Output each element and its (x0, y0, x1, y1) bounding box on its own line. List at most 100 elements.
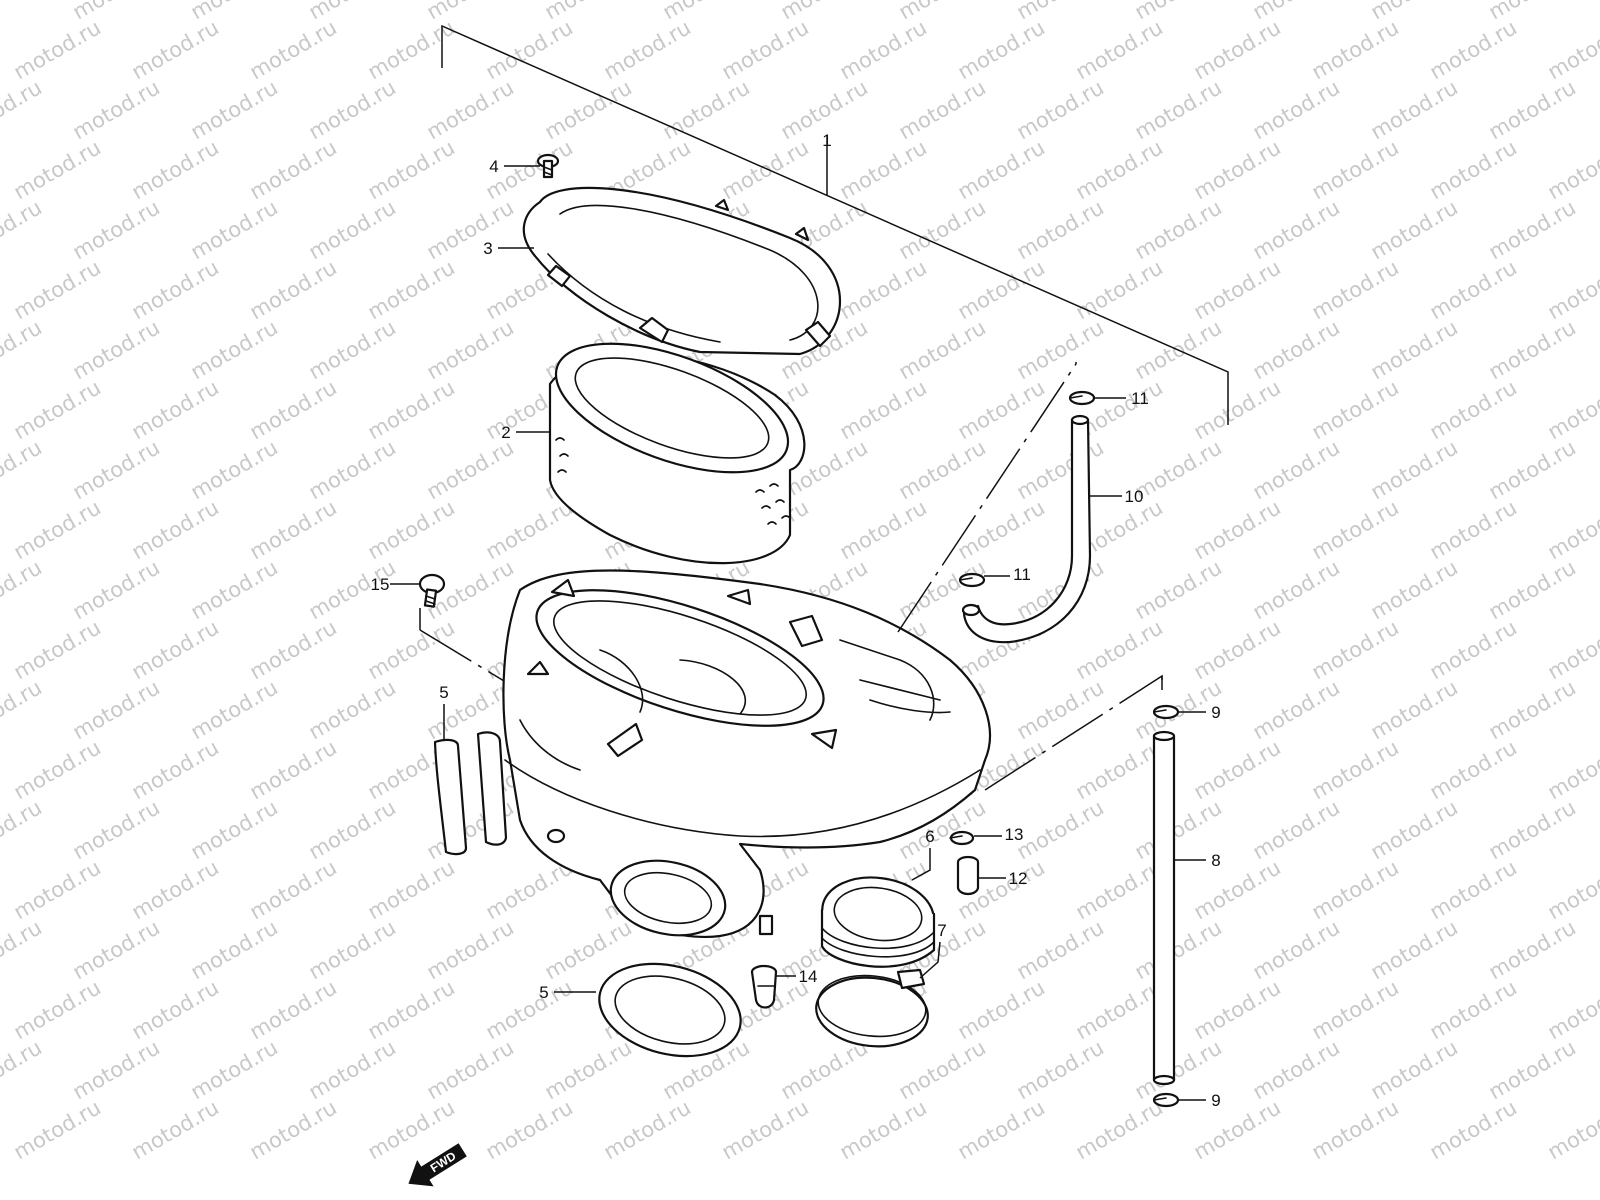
watermark-text: motod.ru (1308, 135, 1403, 204)
watermark-text: motod.ru (10, 855, 105, 924)
watermark-text: motod.ru (10, 255, 105, 324)
watermark-text: motod.ru (187, 555, 282, 624)
watermark-text: motod.ru (1485, 795, 1580, 864)
watermark-text: motod.ru (0, 1035, 46, 1104)
watermark-text: motod.ru (1249, 195, 1344, 264)
watermark-text: motod.ru (246, 375, 341, 444)
watermark-text: motod.ru (541, 75, 636, 144)
watermark-text: motod.ru (1367, 1035, 1462, 1104)
watermark-text: motod.ru (954, 495, 1049, 564)
watermark-text: motod.ru (1485, 675, 1580, 744)
watermark-text: motod.ru (305, 915, 400, 984)
watermark-text: motod.ru (364, 855, 459, 924)
watermark-text: motod.ru (954, 375, 1049, 444)
watermark-text: motod.ru (1485, 75, 1580, 144)
watermark-text: motod.ru (895, 315, 990, 384)
watermark-text: motod.ru (1249, 795, 1344, 864)
watermark-text: motod.ru (1190, 615, 1285, 684)
watermark-text: motod.ru (1544, 495, 1600, 564)
watermark-text: motod.ru (246, 1095, 341, 1164)
watermark-text: motod.ru (10, 975, 105, 1044)
watermark-text: motod.ru (1072, 855, 1167, 924)
watermark-text: motod.ru (69, 555, 164, 624)
watermark-text: motod.ru (128, 15, 223, 84)
callout-clip-lower: 9 (1178, 1091, 1221, 1110)
watermark-text: motod.ru (1544, 135, 1600, 204)
callout-filter-element: 2 (501, 423, 550, 442)
watermark-text: motod.ru (1190, 495, 1285, 564)
watermark-text: motod.ru (1426, 1095, 1521, 1164)
drain-plug (956, 855, 980, 896)
watermark-text: motod.ru (836, 135, 931, 204)
watermark-text: motod.ru (69, 915, 164, 984)
watermark-text: motod.ru (69, 1035, 164, 1104)
watermark-text: motod.ru (1308, 975, 1403, 1044)
watermark-text: motod.ru (1013, 1035, 1108, 1104)
watermark-text: motod.ru (10, 135, 105, 204)
drain-cap (750, 964, 778, 1009)
watermark-text: motod.ru (895, 1035, 990, 1104)
watermark-text: motod.ru (1426, 735, 1521, 804)
watermark-text: motod.ru (718, 15, 813, 84)
watermark-text: motod.ru (1072, 15, 1167, 84)
watermark-text: motod.ru (187, 675, 282, 744)
watermark-text: motod.ru (364, 615, 459, 684)
callout-clip-hose-lower: 11 (984, 565, 1031, 584)
watermark-text: motod.ru (1544, 255, 1600, 324)
watermark-text: motod.ru (1544, 735, 1600, 804)
callout-number: 5 (539, 983, 548, 1002)
watermark-text: motod.ru (1426, 495, 1521, 564)
watermark-text: motod.ru (0, 675, 46, 744)
watermark-text: motod.ru (10, 495, 105, 564)
watermark-text: motod.ru (1190, 975, 1285, 1044)
watermark-text: motod.ru (1190, 855, 1285, 924)
watermark-text: motod.ru (305, 75, 400, 144)
watermark-text: motod.ru (69, 435, 164, 504)
watermark-text: motod.ru (1190, 375, 1285, 444)
callout-number: 7 (937, 921, 946, 940)
watermark-text: motod.ru (0, 795, 46, 864)
callout-number: 2 (501, 423, 510, 442)
watermark-text: motod.ru (1367, 435, 1462, 504)
callout-number: 12 (1009, 869, 1028, 888)
watermark-text: motod.ru (1013, 435, 1108, 504)
watermark-text: motod.ru (954, 1095, 1049, 1164)
watermark-text: motod.ru (1544, 375, 1600, 444)
watermark-text: motod.ru (423, 435, 518, 504)
watermark-text: motod.ru (1367, 675, 1462, 744)
callout-number: 3 (483, 239, 492, 258)
watermark-text: motod.ru (777, 1035, 872, 1104)
watermark-text: motod.ru (895, 75, 990, 144)
watermark-text: motod.ru (1013, 675, 1108, 744)
watermark-text: motod.ru (246, 855, 341, 924)
watermark-text: motod.ru (187, 435, 282, 504)
watermark-text: motod.ru (1544, 1095, 1600, 1164)
watermark-text: motod.ru (69, 195, 164, 264)
watermark-text: motod.ru (1013, 315, 1108, 384)
callout-hose-clamp: 7 (919, 921, 947, 979)
watermark-text: motod.ru (1308, 495, 1403, 564)
watermark-text: motod.ru (1367, 315, 1462, 384)
housing-bolt (418, 573, 446, 608)
watermark-text: motod.ru (305, 195, 400, 264)
watermark-text: motod.ru (1367, 555, 1462, 624)
watermark-text: motod.ru (128, 975, 223, 1044)
watermark-text: motod.ru (1485, 915, 1580, 984)
assembly-bracket (441, 24, 1229, 425)
watermark-text: motod.ru (69, 315, 164, 384)
watermark-text: motod.ru (1190, 735, 1285, 804)
hose-clip-upper (1068, 390, 1096, 406)
callout-breather-hose: 10 (1090, 487, 1143, 506)
callout-number: 8 (1211, 851, 1220, 870)
watermark-text: motod.ru (1426, 255, 1521, 324)
watermark-text: motod.ru (128, 1095, 223, 1164)
callout-number: 1 (822, 131, 831, 150)
watermark-text: motod.ru (246, 495, 341, 564)
watermark-text: motod.ru (10, 735, 105, 804)
watermark-text: motod.ru (1013, 915, 1108, 984)
watermark-text: motod.ru (246, 735, 341, 804)
air-cleaner-cover (522, 186, 841, 356)
watermark-text: motod.ru (1544, 615, 1600, 684)
watermark-text: motod.ru (1367, 75, 1462, 144)
